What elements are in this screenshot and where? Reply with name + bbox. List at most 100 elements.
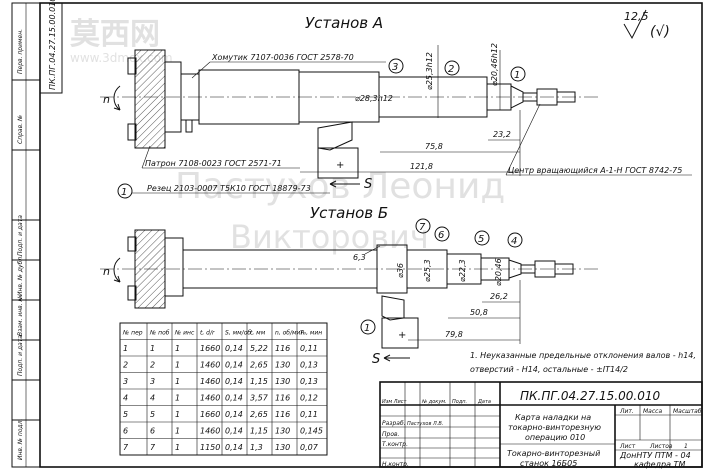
col-lit: Лит. <box>619 408 634 415</box>
doc-name-1: Карта наладки на <box>515 413 591 422</box>
row-ncontrol: Н.контр. <box>382 461 409 468</box>
table-cell: 116 <box>275 394 290 403</box>
col-date: Дата <box>477 399 491 405</box>
cutting-tool-a: + <box>317 121 359 179</box>
table-cell: 1,15 <box>250 377 268 386</box>
dim-b-l2: 50,8 <box>470 308 488 317</box>
setup-a: Установ А n + S <box>100 14 692 199</box>
dim-b-radius: 6,3 <box>353 253 366 262</box>
watermark-logo: 莫西网 <box>70 17 160 52</box>
dim-a-l1: 23,2 <box>493 130 511 139</box>
setup-b-title: Установ Б <box>310 204 388 222</box>
surface-b-7: 7 <box>419 222 426 233</box>
table-cell: 1 <box>123 344 128 353</box>
table-cell: 130 <box>275 443 290 452</box>
table-header: № поб <box>149 330 170 337</box>
side-label-5: Взам. инв. № <box>17 295 24 336</box>
table-cell: 0,13 <box>300 377 318 386</box>
side-label-4: Инв. № дубл. <box>17 255 24 296</box>
tool-num-a: 1 <box>121 187 127 198</box>
table-cell: 0,14 <box>225 344 243 353</box>
row-dev-name: Пастухов Л.В. <box>407 421 443 427</box>
watermark: 莫西网 www.3dmox.com Пастухов Леонид Виктор… <box>70 17 505 256</box>
chuck-a <box>134 49 166 149</box>
watermark-author-1: Пастухов Леонид <box>175 166 505 207</box>
table-cell: 130 <box>275 361 290 370</box>
table-cell: 1460 <box>200 377 220 386</box>
table-cell: 3 <box>150 377 155 386</box>
table-cell: 116 <box>275 410 290 419</box>
drawing-frame: ПК.ПГ.04.27.15.00.010 Перв. примен. Спра… <box>11 0 703 468</box>
doc-name-2: токарно-винторезную <box>508 423 601 432</box>
side-label-1: Перв. примен. <box>17 29 24 74</box>
table-cell: 1 <box>175 410 180 419</box>
dim-b-d4: ⌀20,46 <box>494 258 503 286</box>
clamp-note: Хомутик 7107-0036 ГОСТ 2578-70 <box>211 53 354 62</box>
col-sheets: Листов <box>649 443 673 450</box>
table-cell: 116 <box>275 344 290 353</box>
table-cell: 1,15 <box>250 427 268 436</box>
table-cell: 1150 <box>200 443 220 452</box>
col-change: Изм Лист <box>382 399 408 405</box>
table-cell: 0,14 <box>225 361 243 370</box>
side-label-2: Справ. № <box>17 115 24 144</box>
surface-a-1: 1 <box>514 70 520 81</box>
setup-a-title: Установ А <box>305 14 383 32</box>
roughness-bracket: (√) <box>650 24 670 40</box>
col-sheet: Лист <box>619 443 636 450</box>
row-tcontrol: Т.контр. <box>382 441 408 448</box>
surface-b-6: 6 <box>438 230 444 241</box>
table-header: n, об/мин <box>275 330 304 337</box>
table-cell: 7 <box>123 443 129 452</box>
dim-b-l3: 79,8 <box>445 330 463 339</box>
feed-s-a: S <box>364 177 372 192</box>
machine-2: станок 16Б05 <box>520 459 577 468</box>
dim-a-d3: ⌀20,46h12 <box>490 43 499 86</box>
table-cell: 1 <box>175 377 180 386</box>
table-cell: 1460 <box>200 361 220 370</box>
table-cell: 0,14 <box>225 377 243 386</box>
table-cell: 0,145 <box>300 427 323 436</box>
surface-b-5: 5 <box>478 234 484 245</box>
table-cell: 4 <box>150 394 155 403</box>
table-header: T₀, мин <box>300 330 322 337</box>
table-cell: 2 <box>123 361 128 370</box>
table-header: t, d/r <box>200 330 215 337</box>
tech-notes: 1. Неуказанные предельные отклонения вал… <box>470 351 696 374</box>
row-dev: Разраб. <box>382 420 406 427</box>
doc-code: ПК.ПГ.04.27.15.00.010 <box>520 389 660 403</box>
table-cell: 0,12 <box>300 394 318 403</box>
side-label-7: Инв. № подл. <box>17 419 24 460</box>
table-cell: 5 <box>150 410 155 419</box>
col-docnum: № докум. <box>421 399 447 405</box>
side-label-6: Подп. и дата <box>17 335 24 376</box>
machine-1: Токарно-винторезный <box>507 449 600 458</box>
col-scale: Масштаб <box>673 408 702 415</box>
feed-s-b: S <box>372 352 380 367</box>
table-cell: 2 <box>150 361 155 370</box>
row-check: Пров. <box>382 431 400 438</box>
surface-a-2: 2 <box>448 64 454 75</box>
table-cell: 1 <box>175 427 180 436</box>
table-cell: 1460 <box>200 427 220 436</box>
dim-a-l3: 121,8 <box>410 162 433 171</box>
org-2: кафедра ТМ <box>634 460 685 469</box>
table-cell: 2,65 <box>250 410 268 419</box>
doc-name-3: операцию 010 <box>525 433 585 442</box>
dim-a-d1: ⌀28,3h12 <box>355 94 393 103</box>
dim-b-l1: 26,2 <box>490 292 508 301</box>
vertical-stamp-code: ПК.ПГ.04.27.15.00.010 <box>48 0 57 90</box>
table-cell: 1,3 <box>250 443 263 452</box>
table-cell: 1 <box>150 344 155 353</box>
note-line-1: 1. Неуказанные предельные отклонения вал… <box>470 351 696 360</box>
table-cell: 4 <box>123 394 128 403</box>
dim-a-d2: ⌀25,3h12 <box>425 52 434 90</box>
table-cell: 0,07 <box>300 443 319 452</box>
table-cell: 130 <box>275 427 290 436</box>
table-cell: 6 <box>123 427 128 436</box>
dim-b-d2: ⌀25,3 <box>423 259 432 282</box>
spindle-n-a: n <box>103 93 110 106</box>
tool-num-b: 1 <box>364 323 370 334</box>
cutting-tool-b: + <box>381 295 419 349</box>
table-cell: 1460 <box>200 394 220 403</box>
